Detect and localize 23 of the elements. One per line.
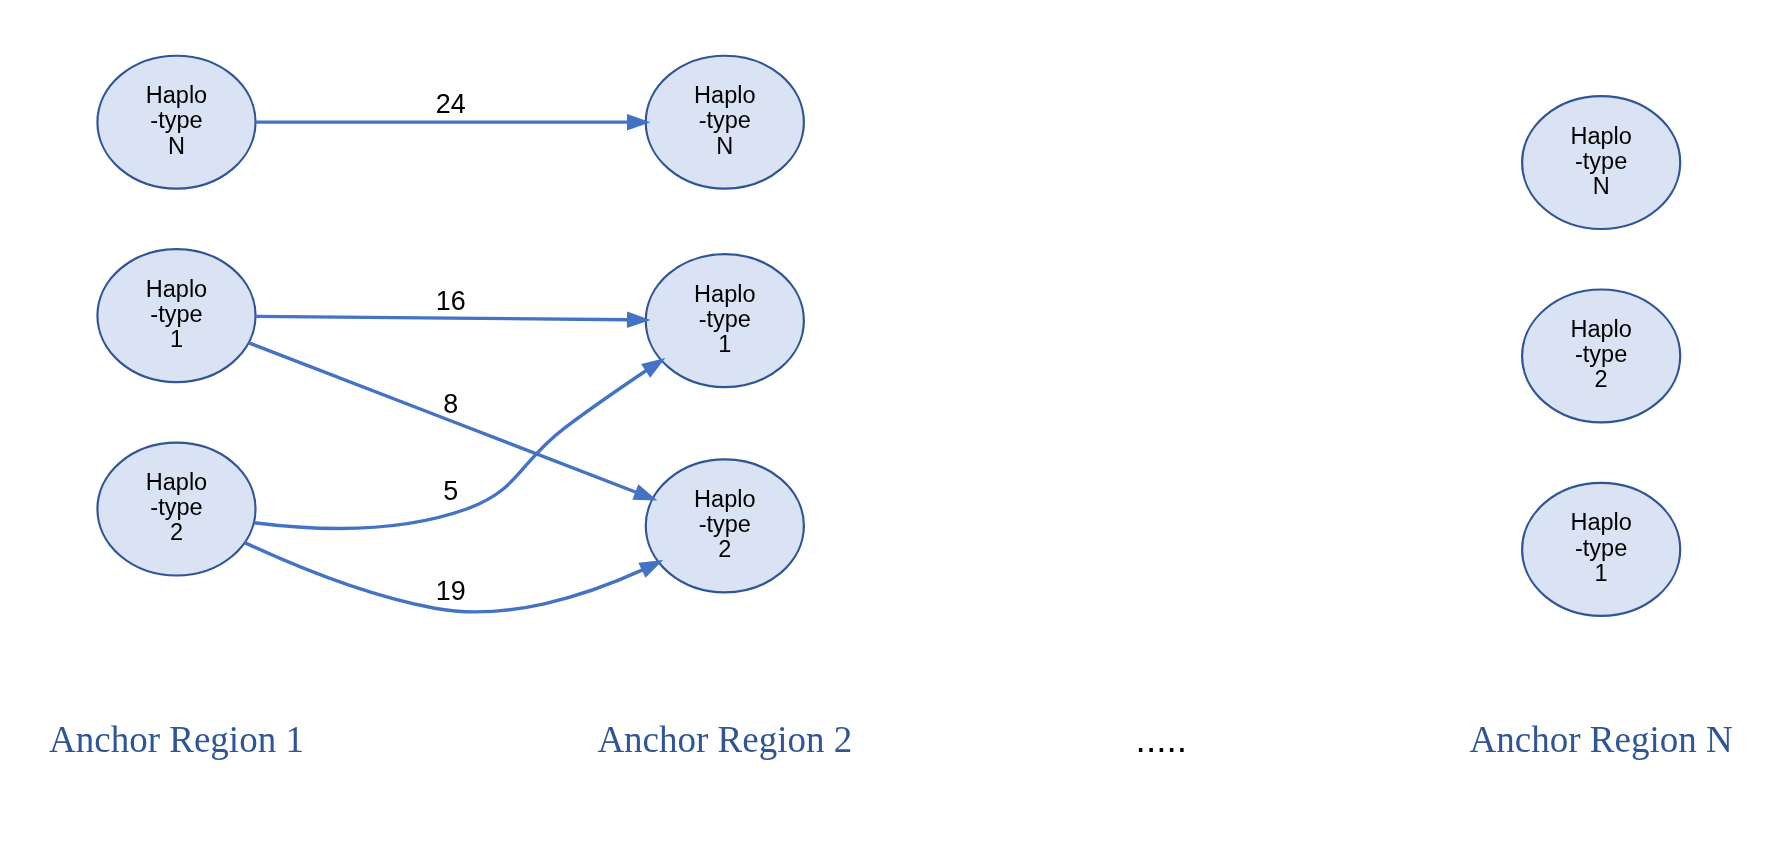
arrow [255, 113, 651, 131]
edge-label: 19 [435, 575, 466, 606]
edge-label: 16 [435, 286, 466, 317]
node-ellipse: Haplo -type N [96, 54, 257, 190]
node-ellipse: Haplo -type 1 [644, 253, 805, 389]
edge-label: 8 [443, 388, 459, 419]
node-ellipse: Haplo -type 2 [1521, 288, 1682, 424]
arrow [253, 357, 666, 530]
node-ellipse: Haplo -type N [1521, 95, 1682, 231]
node-ellipse: Haplo -type 2 [644, 458, 805, 594]
arrow [244, 541, 664, 614]
label: Anchor Region 1 [49, 719, 304, 761]
arrow [255, 311, 651, 328]
edge-label: 5 [443, 476, 459, 507]
node-ellipse: Haplo -type N [644, 54, 805, 190]
label: Anchor Region N [1469, 719, 1733, 761]
node-ellipse: Haplo -type 1 [96, 248, 257, 384]
label: ..... [1135, 719, 1188, 761]
node-ellipse: Haplo -type 2 [96, 441, 257, 577]
label: Anchor Region 2 [597, 719, 853, 761]
arrow [248, 341, 658, 501]
node-ellipse: Haplo -type 1 [1521, 481, 1682, 617]
edge-label: 24 [435, 89, 466, 120]
